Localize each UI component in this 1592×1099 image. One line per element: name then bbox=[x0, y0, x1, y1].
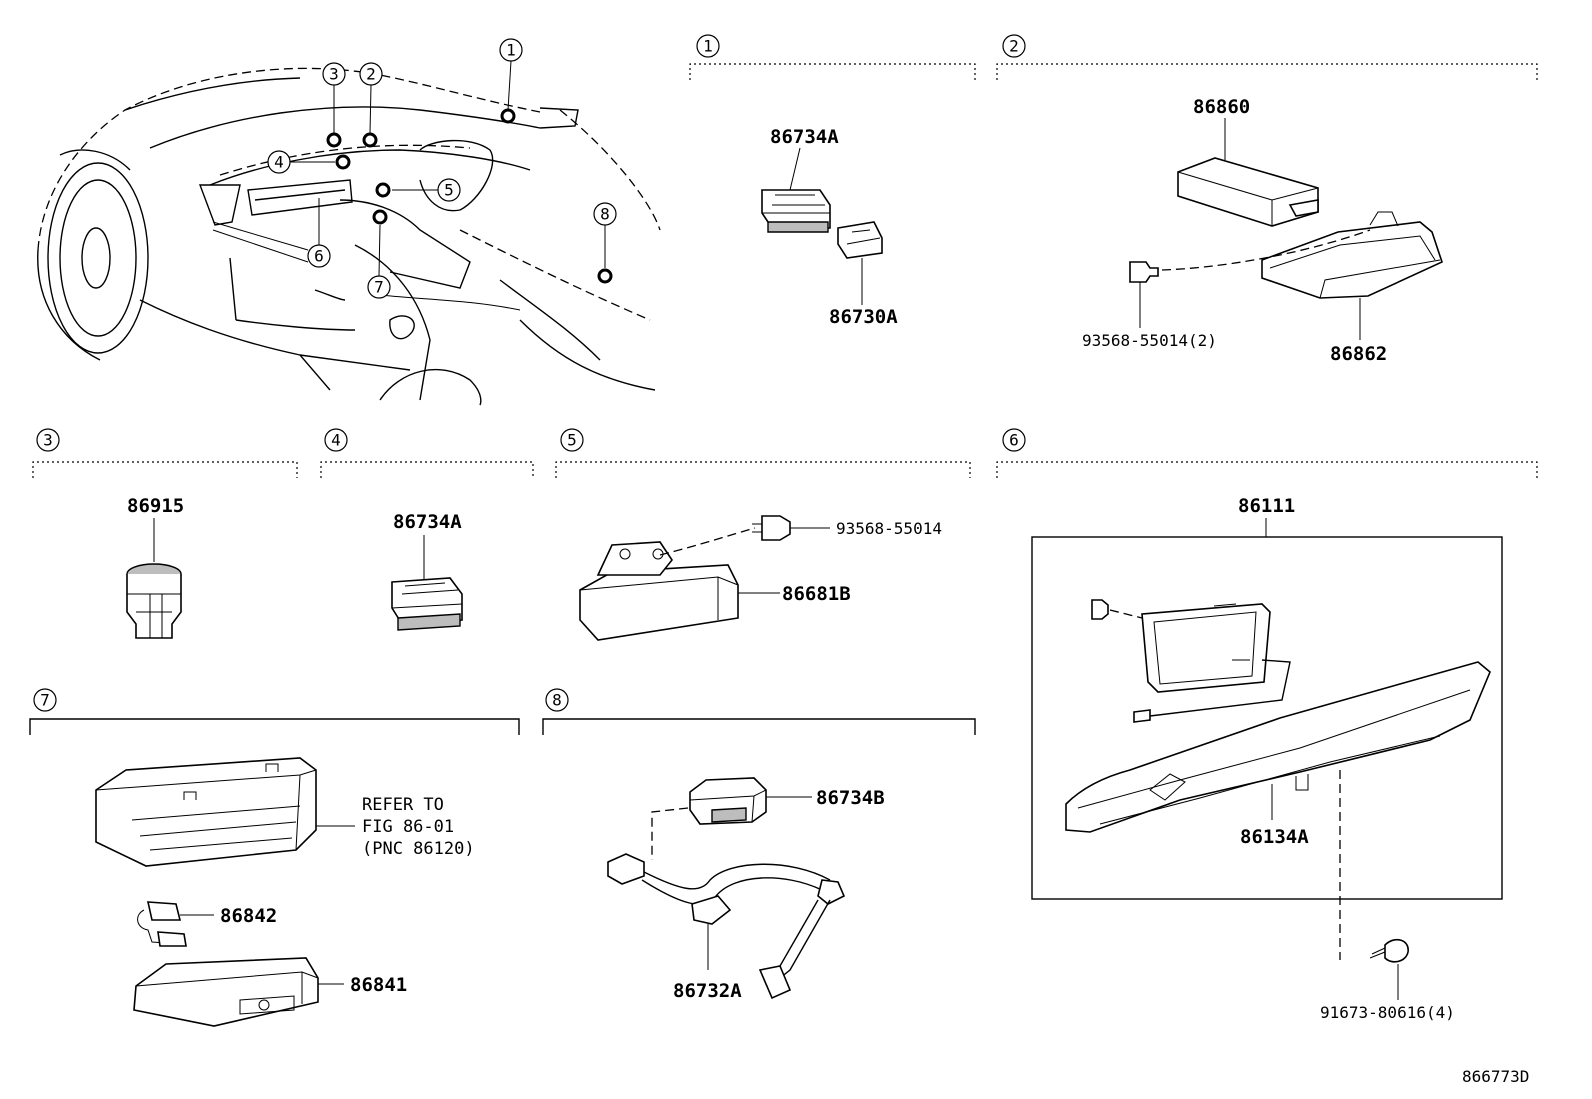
part-86734A-sec4: 86734A bbox=[393, 511, 462, 533]
part-86841: 86841 bbox=[350, 974, 407, 996]
part-86734A-sec1: 86734A bbox=[770, 126, 839, 148]
section-callout-5-label: 5 bbox=[567, 431, 577, 450]
location-callout-3-label: 3 bbox=[329, 65, 339, 84]
section-callout-6-label: 6 bbox=[1009, 431, 1019, 450]
note-line-3: (PNC 86120) bbox=[362, 839, 475, 859]
section-callout-5: 5 bbox=[560, 428, 584, 452]
note-line-2: FIG 86-01 bbox=[362, 817, 454, 837]
section-callout-8: 8 bbox=[545, 688, 569, 712]
section-7 bbox=[95, 757, 355, 1027]
part-86732A: 86732A bbox=[673, 980, 742, 1002]
part-91673-80616-4: 91673-80616(4) bbox=[1320, 1003, 1455, 1022]
location-callout-7: 7 bbox=[367, 275, 391, 299]
car-overview bbox=[37, 67, 661, 406]
location-callout-5-label: 5 bbox=[444, 181, 454, 200]
section-callout-6: 6 bbox=[1002, 428, 1026, 452]
part-86915: 86915 bbox=[127, 495, 184, 517]
part-86730A: 86730A bbox=[829, 306, 898, 328]
spot-7 bbox=[372, 209, 388, 225]
part-86734B: 86734B bbox=[816, 787, 885, 809]
section-2 bbox=[1129, 118, 1443, 340]
section-callout-4: 4 bbox=[324, 428, 348, 452]
location-callouts: 1 2 3 4 5 6 7 8 bbox=[267, 38, 617, 299]
part-86134A: 86134A bbox=[1240, 826, 1309, 848]
section-4 bbox=[391, 535, 463, 631]
part-93568-55014: 93568-55014 bbox=[836, 519, 942, 538]
location-callout-4: 4 bbox=[267, 150, 291, 174]
section-callout-4-label: 4 bbox=[331, 431, 341, 450]
section-callout-7-label: 7 bbox=[40, 691, 50, 710]
section-headers bbox=[29, 63, 1538, 735]
part-86681B: 86681B bbox=[782, 583, 851, 605]
spot-4 bbox=[335, 154, 351, 170]
section-6 bbox=[1031, 518, 1503, 1000]
location-callout-3: 3 bbox=[322, 62, 346, 86]
location-callout-5: 5 bbox=[437, 178, 461, 202]
part-86862: 86862 bbox=[1330, 343, 1387, 365]
section-callouts: 1 2 3 4 5 6 7 8 bbox=[33, 34, 1026, 712]
section-5 bbox=[579, 515, 830, 641]
location-spots bbox=[290, 60, 613, 284]
spot-5 bbox=[375, 182, 391, 198]
figure-id: 866773D bbox=[1462, 1067, 1529, 1086]
section-1 bbox=[761, 147, 883, 305]
location-callout-6-label: 6 bbox=[314, 247, 324, 266]
location-callout-6: 6 bbox=[307, 244, 331, 268]
part-86111: 86111 bbox=[1238, 495, 1295, 517]
section-callout-3: 3 bbox=[36, 428, 60, 452]
part-86860: 86860 bbox=[1193, 96, 1250, 118]
part-86842: 86842 bbox=[220, 905, 277, 927]
section-callout-2-label: 2 bbox=[1009, 37, 1019, 56]
location-callout-4-label: 4 bbox=[274, 153, 284, 172]
location-callout-2: 2 bbox=[359, 62, 383, 86]
location-callout-1-label: 1 bbox=[506, 41, 516, 60]
part-93568-55014-2: 93568-55014(2) bbox=[1082, 331, 1217, 350]
section-callout-3-label: 3 bbox=[43, 431, 53, 450]
section-callout-8-label: 8 bbox=[552, 691, 562, 710]
section-callout-7: 7 bbox=[33, 688, 57, 712]
note-line-1: REFER TO bbox=[362, 795, 444, 815]
location-callout-7-label: 7 bbox=[374, 278, 384, 297]
location-callout-8-label: 8 bbox=[600, 205, 610, 224]
location-callout-1: 1 bbox=[499, 38, 523, 62]
spot-1 bbox=[500, 108, 516, 124]
spot-3 bbox=[326, 132, 342, 148]
section-3 bbox=[126, 518, 182, 639]
location-callout-8: 8 bbox=[593, 202, 617, 226]
section-8 bbox=[607, 777, 846, 1000]
section-callout-1-label: 1 bbox=[703, 37, 713, 56]
section-callout-2: 2 bbox=[1002, 34, 1026, 58]
spot-2 bbox=[362, 132, 378, 148]
section-callout-1: 1 bbox=[696, 34, 720, 58]
spot-8 bbox=[597, 268, 613, 284]
location-callout-2-label: 2 bbox=[366, 65, 376, 84]
